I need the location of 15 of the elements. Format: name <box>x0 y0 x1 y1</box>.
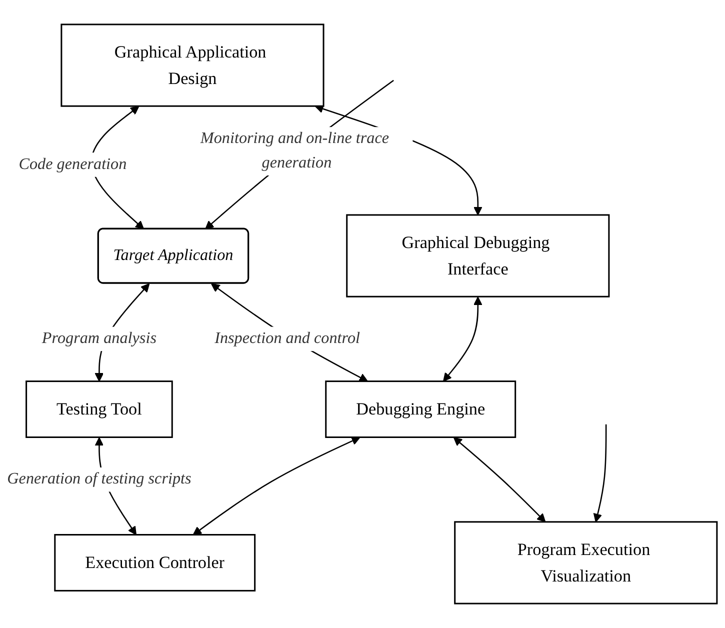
node-box: Program Execution Visualization <box>454 521 718 604</box>
edge-label: Program analysis <box>42 330 156 348</box>
node-box: Testing Tool <box>26 380 173 438</box>
arrow <box>453 437 546 522</box>
edge-label: Generation of testing scripts <box>7 470 192 488</box>
node-box: Graphical Debugging Interface <box>346 214 610 298</box>
node-box: Debugging Engine <box>325 380 516 438</box>
node-box: Execution Controler <box>54 534 256 592</box>
arrow <box>192 436 360 536</box>
edge-label: Inspection and control <box>214 330 360 348</box>
node-box: Graphical Application Design <box>60 24 324 107</box>
edge-label: Monitoring and on-line trace generation <box>200 130 390 172</box>
edge-label: Code generation <box>18 156 127 173</box>
arrow <box>443 296 482 382</box>
arrow <box>593 424 607 522</box>
